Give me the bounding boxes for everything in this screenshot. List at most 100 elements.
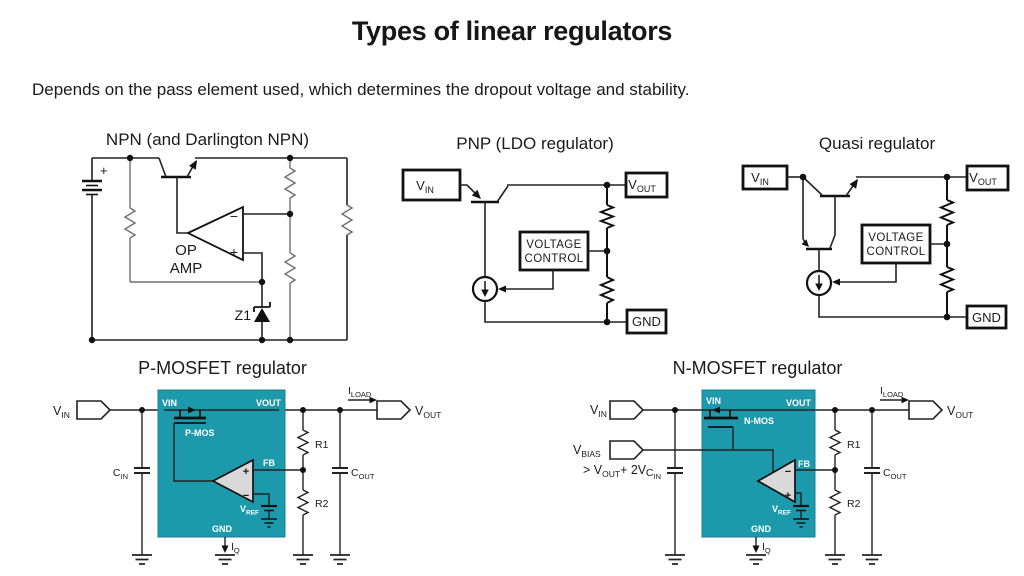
gnd-label: GND (972, 310, 1001, 325)
iq-arrow: IQ (752, 537, 771, 555)
opamp-plus-input-label: + (230, 244, 238, 260)
device-label: N-MOS (744, 416, 774, 426)
opamp-minus-input-label: − (230, 208, 238, 224)
junction-dots (139, 407, 343, 473)
regulator-block (701, 389, 816, 538)
npn-wires (91, 157, 348, 341)
svg-text:VOUT: VOUT (969, 170, 997, 187)
quasi-circuit-diagram: VIN VOLTAGE CONTROL (741, 164, 1010, 330)
pmos-transistor-symbol: P-MOS (173, 406, 215, 482)
opamp-minus-input-label: − (243, 490, 249, 502)
svg-text:VIN: VIN (751, 170, 769, 187)
pnp-circuit-diagram: VIN VOLTAGE CONTROL VOUT GND (401, 168, 669, 335)
pmos-circuit-diagram: VIN VIN VOUT P-MOS + − FB VREF GND IQ (53, 385, 441, 565)
cout-capacitor-symbol: COUT (864, 410, 907, 555)
cout-capacitor-symbol: COUT (332, 410, 375, 555)
svg-text:VOUT: VOUT (947, 404, 973, 420)
voltage-control-line2: CONTROL (866, 246, 925, 258)
opamp-symbol: − + OP AMP (170, 205, 244, 277)
vin-ext-label: V (590, 403, 599, 417)
iq-label: I (231, 541, 234, 553)
current-source-symbol (471, 275, 627, 323)
iload-label: I (348, 385, 351, 397)
opamp-label-line1: OP (175, 242, 197, 259)
battery-plus-label: + (100, 163, 108, 178)
zener-label: Z1 (235, 307, 252, 323)
iq-label: I (762, 541, 765, 553)
voltage-control-box: VOLTAGE CONTROL (832, 223, 947, 286)
cin-label: C (113, 467, 121, 479)
junction-dots (672, 407, 875, 473)
voltage-control-line1: VOLTAGE (526, 239, 581, 251)
voltage-control-line1: VOLTAGE (868, 232, 923, 244)
current-source-symbol (805, 269, 967, 318)
gnd-box: GND (625, 308, 668, 335)
iload-arrow: ILOAD (348, 385, 377, 404)
battery-symbol: + (82, 163, 108, 196)
vbias-note: > V (583, 463, 603, 477)
svg-text:ILOAD: ILOAD (348, 385, 372, 399)
block-gnd-label: GND (212, 524, 233, 534)
gnd-label: GND (632, 314, 661, 329)
block-vin-label: VIN (706, 396, 721, 406)
npn-feedback-wires (243, 213, 290, 282)
vref-label: V (772, 504, 778, 514)
iload-arrow: ILOAD (880, 385, 909, 404)
divider-resistors-symbol (283, 158, 354, 340)
vbias-label: V (573, 443, 582, 457)
nmos-heading: N-MOSFET regulator (672, 358, 843, 378)
svg-text:CIN: CIN (646, 467, 661, 481)
nmos-transistor-symbol: N-MOS (704, 406, 774, 450)
iq-arrow: IQ (221, 537, 240, 555)
page-title: Types of linear regulators (351, 16, 673, 46)
nmos-circuit-diagram: VIN VBIAS > VOUT+ 2V VIN VOUT N-MOS − + … (573, 385, 973, 565)
cin-capacitor-symbol: CIN (646, 410, 683, 555)
svg-text:IQ: IQ (231, 541, 240, 555)
vin-label: V (416, 178, 425, 193)
r1-label: R1 (315, 439, 329, 451)
vref-label: V (240, 504, 246, 514)
npn-transistor-symbol (158, 157, 197, 234)
vout-connector (376, 400, 412, 420)
cin-label: C (646, 467, 654, 479)
device-label: P-MOS (185, 428, 215, 438)
svg-text:VOUT: VOUT (628, 177, 656, 194)
voltage-control-box: VOLTAGE CONTROL (498, 230, 607, 293)
left-resistor-symbol (123, 158, 262, 283)
svg-text:VIN: VIN (416, 178, 434, 195)
pnp-heading: PNP (LDO regulator) (456, 134, 614, 153)
vin-ext-label: V (53, 404, 62, 418)
r2-label: R2 (315, 498, 329, 510)
pnp-transistor-symbol (460, 184, 509, 277)
gnd-box: GND (965, 304, 1008, 330)
svg-text:VBIAS: VBIAS (573, 443, 601, 459)
vout-label: V (628, 177, 637, 192)
svg-text:CIN: CIN (113, 467, 128, 481)
svg-text:VOUT: VOUT (415, 404, 441, 420)
vin-connector (609, 400, 645, 420)
vbias-connector (609, 440, 645, 460)
opamp-plus-input-label: + (243, 466, 249, 478)
opamp-plus-input-label: + (785, 490, 791, 502)
svg-text:VREF: VREF (772, 504, 791, 517)
fb-label: FB (798, 459, 810, 469)
opamp-label-line2: AMP (170, 260, 203, 277)
vin-connector (76, 400, 112, 420)
voltage-control-line2: CONTROL (524, 253, 583, 265)
vout-ext-label: V (947, 404, 956, 418)
vout-label: V (969, 170, 978, 185)
vin-label: V (751, 170, 760, 185)
r1-r2-divider-symbol: R1 R2 (296, 410, 329, 555)
junction-dots (799, 173, 951, 321)
r2-label: R2 (847, 498, 861, 510)
block-vin-label: VIN (162, 398, 177, 408)
opamp-symbol: + − (211, 458, 254, 504)
svg-text:ILOAD: ILOAD (880, 385, 904, 399)
svg-text:> VOUT+ 2V: > VOUT+ 2V (583, 463, 647, 479)
vin-box: VIN (401, 168, 462, 202)
opamp-minus-input-label: − (785, 466, 791, 478)
r1-label: R1 (847, 439, 861, 451)
junction-dots (88, 154, 294, 344)
block-vout-label: VOUT (786, 398, 812, 408)
